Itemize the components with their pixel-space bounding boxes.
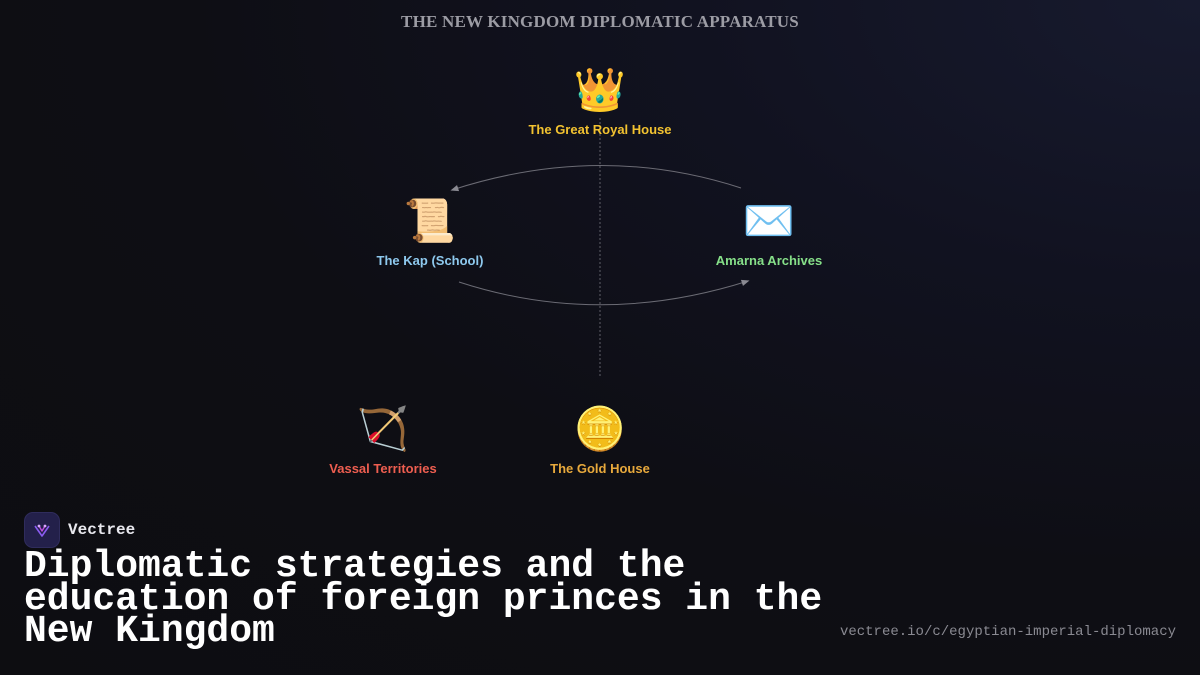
node-label: The Great Royal House xyxy=(528,122,672,137)
headline: Diplomatic strategies and the education … xyxy=(24,545,823,653)
node-label: The Kap (School) xyxy=(376,253,484,268)
crown-icon: 👑 xyxy=(573,66,627,113)
diagram-title: THE NEW KINGDOM DIPLOMATIC APPARATUS xyxy=(401,12,799,31)
node-label: Vassal Territories xyxy=(329,461,437,476)
scroll-icon: 📜 xyxy=(403,197,457,244)
node-gold-house[interactable]: 🪙 The Gold House xyxy=(490,405,710,476)
brand-name: Vectree xyxy=(68,521,136,539)
node-vassal-territories[interactable]: 🏹 Vassal Territories xyxy=(273,405,493,476)
vectree-logo-icon xyxy=(24,512,60,548)
source-url[interactable]: vectree.io/c/egyptian-imperial-diplomacy xyxy=(839,624,1176,640)
node-kap-school[interactable]: 📜 The Kap (School) xyxy=(320,197,540,268)
node-label: Amarna Archives xyxy=(715,253,823,268)
bow-and-arrow-icon: 🏹 xyxy=(356,405,410,452)
node-royal-house[interactable]: 👑 The Great Royal House xyxy=(490,66,710,137)
envelope-icon: ✉️ xyxy=(742,197,796,244)
coin-icon: 🪙 xyxy=(573,405,627,452)
brand[interactable]: Vectree xyxy=(24,512,135,548)
link-amarna-to-kap xyxy=(450,165,742,192)
node-label: The Gold House xyxy=(550,461,650,476)
node-amarna-archives[interactable]: ✉️ Amarna Archives xyxy=(659,197,879,268)
link-kap-to-amarna xyxy=(458,279,750,306)
